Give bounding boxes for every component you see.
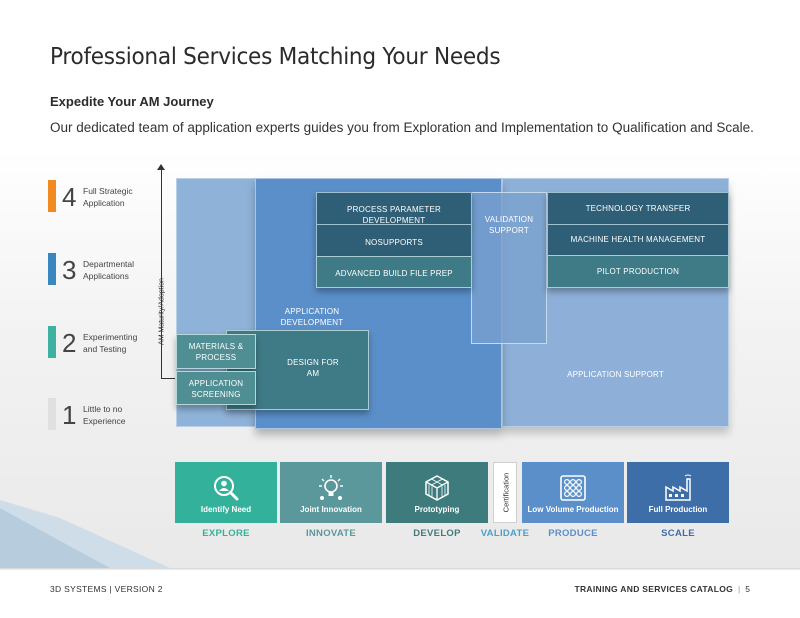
- application-screening-label: APPLICATION SCREENING: [188, 379, 244, 399]
- technology-transfer-label: TECHNOLOGY TRANSFER: [585, 204, 691, 213]
- footer-separator: |: [738, 584, 741, 594]
- axis-arrow-icon: [157, 164, 165, 170]
- stage-validate: VALIDATE: [480, 528, 530, 539]
- tile-prototyping[interactable]: Prototyping: [386, 462, 488, 523]
- page-title: Professional Services Matching Your Need…: [50, 44, 501, 70]
- machine-health-label: MACHINE HEALTH MANAGEMENT: [570, 235, 706, 244]
- application-screening-box: APPLICATION SCREENING: [176, 371, 256, 405]
- stage-produce: PRODUCE: [548, 528, 598, 539]
- level-label: Full Strategic Application: [83, 186, 133, 208]
- application-development-label: APPLICATION DEVELOPMENT: [280, 307, 344, 327]
- grid-dots-icon: [560, 475, 586, 501]
- tile-label: Joint Innovation: [300, 505, 362, 514]
- footer-divider: [0, 568, 800, 569]
- level-number: 2: [62, 328, 77, 358]
- pilot-production-box: PILOT PRODUCTION: [547, 255, 729, 288]
- magnifier-person-icon: [214, 476, 239, 501]
- tile-identify-need[interactable]: Identify Need: [175, 462, 277, 523]
- pilot-production-label: PILOT PRODUCTION: [596, 267, 680, 276]
- stage-innovate: INNOVATE: [305, 528, 357, 539]
- level-color-bar: [48, 253, 56, 285]
- level-number: 1: [62, 400, 77, 430]
- tile-label: Low Volume Production: [527, 505, 619, 514]
- tile-label: Identify Need: [200, 505, 252, 514]
- page-subtitle: Expedite Your AM Journey: [50, 94, 214, 109]
- validation-support-box: VALIDATION SUPPORT: [471, 192, 547, 344]
- process-parameter-box: PROCESS PARAMETER DEVELOPMENT: [316, 192, 472, 225]
- tile-label: Prototyping: [414, 505, 460, 514]
- certification-label: Certification: [501, 472, 511, 513]
- level-label: Departmental Applications: [83, 259, 135, 281]
- validation-support-label: VALIDATION SUPPORT: [484, 215, 534, 235]
- nosupports-box: NOSUPPORTS: [316, 224, 472, 257]
- footer-catalog: TRAINING AND SERVICES CATALOG | 5: [574, 584, 750, 594]
- cube-lattice-icon: [425, 475, 449, 501]
- nosupports-label: NOSUPPORTS: [365, 238, 423, 247]
- axis-label: AM Maturity/Adoption: [158, 278, 166, 345]
- maturity-axis-line: [161, 168, 162, 379]
- level-color-bar: [48, 326, 56, 358]
- tile-label: Full Production: [648, 505, 708, 514]
- machine-health-box: MACHINE HEALTH MANAGEMENT: [547, 224, 729, 256]
- stage-develop: DEVELOP: [413, 528, 461, 539]
- materials-process-box: MATERIALS & PROCESS: [176, 334, 256, 369]
- level-color-bar: [48, 398, 56, 430]
- level-label: Experimenting and Testing: [83, 332, 138, 354]
- advanced-build-box: ADVANCED BUILD FILE PREP: [316, 256, 472, 288]
- lead-paragraph: Our dedicated team of application expert…: [50, 120, 754, 135]
- factory-icon: [665, 474, 692, 501]
- technology-transfer-box: TECHNOLOGY TRANSFER: [547, 192, 729, 225]
- level-number: 4: [62, 182, 77, 212]
- level-color-bar: [48, 180, 56, 212]
- decorative-corner-shape: [0, 500, 170, 568]
- page-number: 5: [745, 584, 750, 594]
- design-for-am-label: DESIGN FOR AM: [287, 358, 339, 378]
- tile-low-volume-production[interactable]: Low Volume Production: [522, 462, 624, 523]
- materials-process-label: MATERIALS & PROCESS: [188, 342, 244, 362]
- advanced-build-label: ADVANCED BUILD FILE PREP: [335, 269, 453, 278]
- tile-joint-innovation[interactable]: Joint Innovation: [280, 462, 382, 523]
- catalog-title: TRAINING AND SERVICES CATALOG: [574, 584, 734, 594]
- lightbulb-icon: [319, 475, 343, 500]
- stage-scale: SCALE: [661, 528, 695, 539]
- tile-full-production[interactable]: Full Production: [627, 462, 729, 523]
- level-number: 3: [62, 255, 77, 285]
- process-parameter-label: PROCESS PARAMETER DEVELOPMENT: [347, 205, 441, 225]
- footer-version: 3D SYSTEMS | VERSION 2: [50, 584, 163, 594]
- stage-explore: EXPLORE: [202, 528, 250, 539]
- level-label: Little to no Experience: [83, 404, 126, 426]
- axis-baseline-tick: [161, 378, 175, 379]
- certification-tile[interactable]: Certification: [493, 462, 517, 523]
- application-support-label: APPLICATION SUPPORT: [567, 370, 664, 379]
